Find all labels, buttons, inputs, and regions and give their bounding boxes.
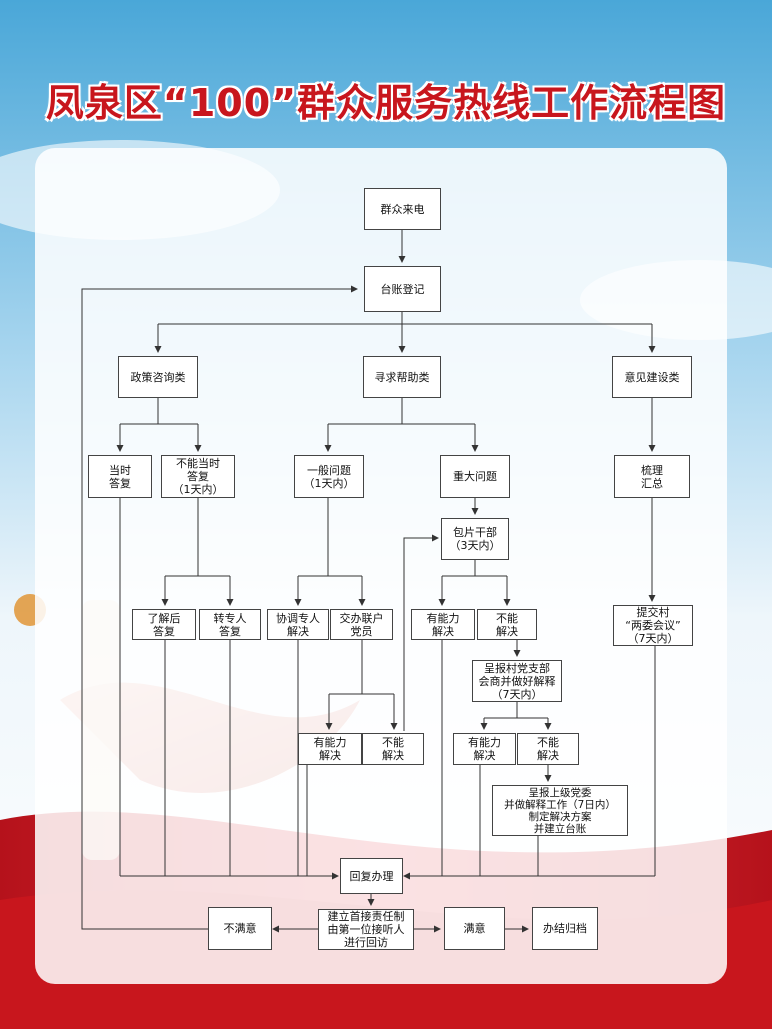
node-responsibility: 建立首接责任制 由第一位接听人 进行回访 xyxy=(318,909,414,950)
node-archive: 办结归档 xyxy=(532,907,598,950)
node-advice: 意见建设类 xyxy=(612,356,692,398)
node-unsatisfied: 不满意 xyxy=(208,907,272,950)
node-general-issue: 一般问题 （1天内） xyxy=(294,455,364,498)
node-unable-b: 不能 解决 xyxy=(477,609,537,640)
node-register: 台账登记 xyxy=(364,266,441,312)
node-unable-c: 不能 解决 xyxy=(517,733,579,765)
node-report-upper: 呈报上级党委 并做解释工作（7日内） 制定解决方案 并建立台账 xyxy=(492,785,628,836)
node-assign-member: 交办联户 党员 xyxy=(330,609,393,640)
node-able-a: 有能力 解决 xyxy=(298,733,362,765)
node-able-c: 有能力 解决 xyxy=(453,733,516,765)
node-not-immediate-reply: 不能当时 答复 （1天内） xyxy=(161,455,235,498)
node-policy-consult: 政策咨询类 xyxy=(118,356,198,398)
node-seek-help: 寻求帮助类 xyxy=(363,356,441,398)
node-expert-reply: 转专人 答复 xyxy=(199,609,261,640)
node-understand-reply: 了解后 答复 xyxy=(132,609,196,640)
node-submit-village: 提交村 “两委会议” （7天内） xyxy=(613,605,693,646)
node-satisfied: 满意 xyxy=(444,907,505,950)
node-coordinate-expert: 协调专人 解决 xyxy=(267,609,329,640)
node-report-branch: 呈报村党支部 会商并做好解释 （7天内） xyxy=(472,660,562,702)
node-immediate-reply: 当时 答复 xyxy=(88,455,152,498)
node-cadre: 包片干部 （3天内） xyxy=(441,518,509,560)
node-reply: 回复办理 xyxy=(340,858,403,894)
node-unable-a: 不能 解决 xyxy=(362,733,424,765)
node-call: 群众来电 xyxy=(364,188,441,230)
node-major-issue: 重大问题 xyxy=(440,455,510,498)
node-sort-summary: 梳理 汇总 xyxy=(614,455,690,498)
page-title: 凤泉区“100”群众服务热线工作流程图 xyxy=(45,81,727,125)
node-able-b: 有能力 解决 xyxy=(411,609,475,640)
